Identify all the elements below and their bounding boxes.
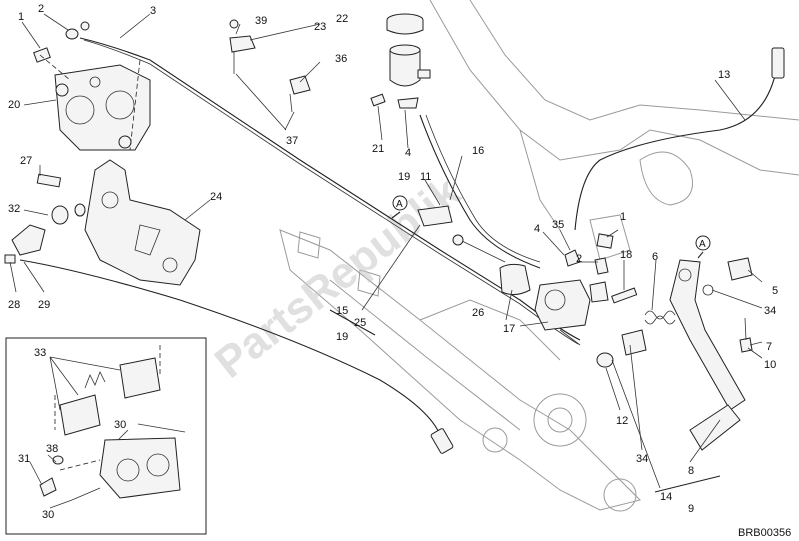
callout-27: 27 <box>20 155 32 167</box>
callout-2b: 2 <box>576 253 582 265</box>
callout-11: 11 <box>420 171 431 183</box>
abs-cable <box>19 259 441 436</box>
callout-36: 36 <box>335 53 347 65</box>
callout-12: 12 <box>616 415 628 427</box>
callout-30b: 30 <box>42 509 54 521</box>
sensor-cable <box>574 59 779 231</box>
callout-13: 13 <box>718 69 730 81</box>
group-bracket-14 <box>654 475 721 493</box>
callout-2: 2 <box>38 3 44 15</box>
callout-17: 17 <box>503 323 515 335</box>
brake-pedal <box>669 259 746 451</box>
rear-caliper <box>54 64 151 151</box>
callout-1: 1 <box>18 11 24 23</box>
callout-37: 37 <box>286 135 298 147</box>
callout-25: 25 <box>354 317 366 329</box>
brake-fluid-reservoir <box>386 13 431 87</box>
view-marker-right: A <box>695 235 711 259</box>
reference-code: BRB00356 <box>738 527 791 539</box>
brake-pads-inset <box>5 337 207 535</box>
callout-34: 34 <box>764 305 776 317</box>
callout-9: 9 <box>688 503 694 515</box>
callout-33: 33 <box>34 347 46 359</box>
callout-35: 35 <box>552 219 564 231</box>
callout-19a: 19 <box>398 171 410 183</box>
callout-4: 4 <box>405 147 411 159</box>
callout-23: 23 <box>314 21 326 33</box>
callout-1b: 1 <box>620 211 626 223</box>
callout-19b: 19 <box>336 331 348 343</box>
callout-24: 24 <box>210 191 222 203</box>
callout-20: 20 <box>8 99 20 111</box>
view-marker-label: A <box>396 199 403 210</box>
callout-7: 7 <box>766 341 772 353</box>
callout-39: 39 <box>255 15 267 27</box>
callout-31: 31 <box>18 453 30 465</box>
callout-26: 26 <box>472 307 484 319</box>
callout-30a: 30 <box>114 419 126 431</box>
return-spring <box>644 310 676 325</box>
callout-5: 5 <box>772 285 778 297</box>
callout-15: 15 <box>336 305 348 317</box>
rear-master-cylinder <box>534 279 591 346</box>
view-marker-left: A <box>391 195 408 219</box>
callout-16: 16 <box>472 145 484 157</box>
callout-10: 10 <box>764 359 776 371</box>
leader-lines <box>9 13 763 489</box>
callout-8: 8 <box>688 465 694 477</box>
callout-21: 21 <box>372 143 384 155</box>
callout-22: 22 <box>336 13 348 25</box>
group-bracket-19 <box>329 309 376 336</box>
caliper-bracket <box>84 159 201 286</box>
callout-3: 3 <box>150 5 156 17</box>
motorcycle-frame <box>279 0 799 512</box>
watermark: PartsRepublik <box>206 167 470 388</box>
callout-4b: 4 <box>534 223 540 235</box>
view-marker-label: A <box>699 239 706 250</box>
callout-38: 38 <box>46 443 58 455</box>
callout-29: 29 <box>38 299 50 311</box>
callout-18: 18 <box>620 249 632 261</box>
callout-34b: 34 <box>636 453 648 465</box>
callout-14: 14 <box>660 491 672 503</box>
callout-32: 32 <box>8 203 20 215</box>
callout-28: 28 <box>8 299 20 311</box>
callout-6: 6 <box>652 251 658 263</box>
callout-labels: 1 2 3 13 20 22 23 39 36 37 21 4 16 27 24… <box>8 3 778 521</box>
brake-hose <box>79 37 581 341</box>
